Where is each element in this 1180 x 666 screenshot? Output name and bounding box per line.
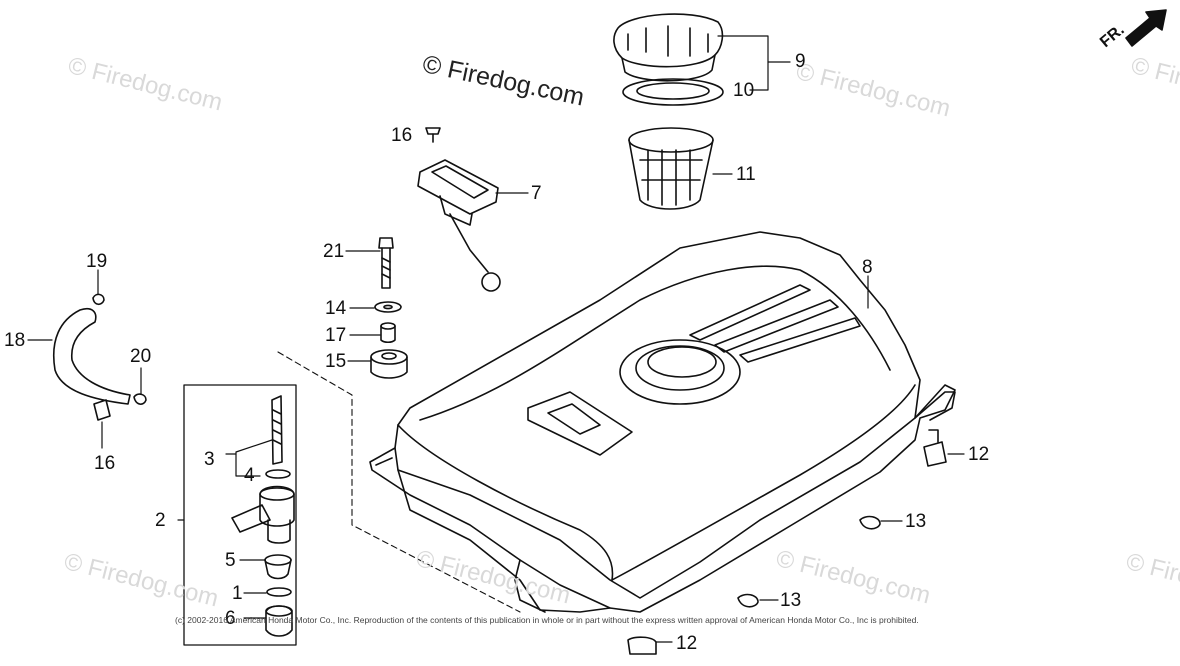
callout-9: 9 [795,51,806,72]
callout-12: 12 [968,444,990,465]
callout-7: 7 [531,183,542,204]
washer [374,301,402,313]
copyright-notice: (c) 2002-2016 American Honda Motor Co., … [175,615,919,625]
callout-20: 19 [86,251,108,272]
callout-5: 5 [225,550,236,571]
callout-15: 15 [325,351,347,372]
fuel-tank [369,231,956,613]
callout-21: 21 [323,241,345,262]
strainer [628,127,714,210]
callout-18: 16 [391,125,413,146]
collar [380,322,396,344]
callout-13: 13 [905,511,927,532]
callout-4: 4 [244,465,255,486]
callout-19: 18 [4,330,26,351]
bolt [378,237,394,289]
filter [271,395,283,465]
tank-cushions [627,429,947,655]
callout-13: 13 [780,590,802,611]
callout-17: 17 [325,325,347,346]
clips [92,293,147,405]
cap-16 [93,399,111,421]
filler-cap [613,13,724,82]
callout-14: 14 [325,298,347,319]
callout-16: 16 [94,453,116,474]
callout-6: 6 [225,608,236,629]
fuel-tube [53,307,131,405]
fuel-valve [231,485,295,544]
front-arrow [1125,9,1167,47]
nut [265,605,293,637]
callout-20: 20 [130,346,152,367]
callout-2: 2 [155,510,166,531]
callout-3: 3 [204,449,215,470]
fuel-gauge [417,159,501,292]
callout-12: 12 [676,633,698,654]
sediment-cup [264,554,292,580]
callout-1: 1 [232,583,243,604]
mounting-rubber [370,349,408,379]
callout-10: 10 [733,80,755,101]
screw [425,127,441,143]
gasket [622,78,724,106]
callout-8: 8 [862,257,873,278]
callout-11: 11 [736,164,756,185]
